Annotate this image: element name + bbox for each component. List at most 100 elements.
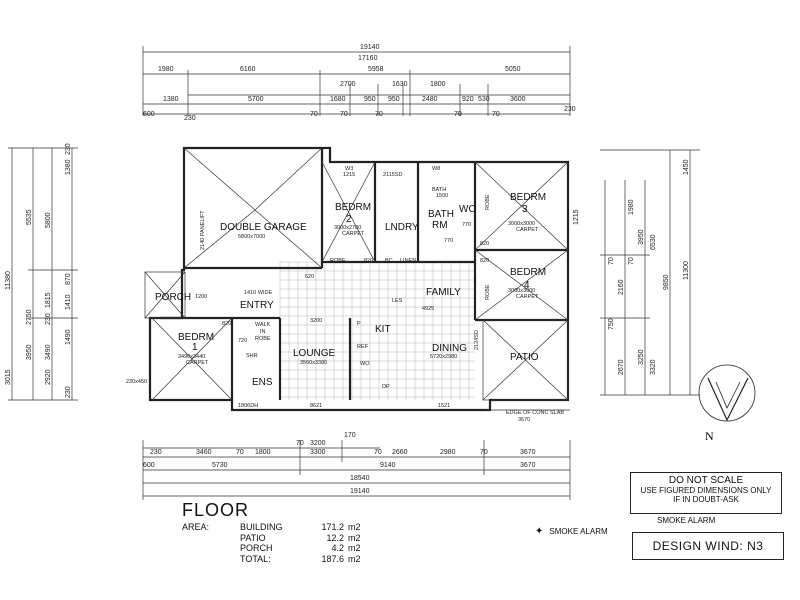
family-label: FAMILY [426,287,461,298]
slab-edge-label: EDGE OF CONC SLAB [506,410,564,416]
bed4-size: 3000x3000 [508,288,535,294]
dim-top-5g: 920 [462,96,474,103]
bedroom-hatch [151,161,569,401]
dim-top-6h: 230 [564,106,576,113]
area-unit: m2 [348,553,361,564]
area-label: AREA: [182,522,210,532]
lounge-label: LOUNGE [293,348,336,359]
do-not-scale-line3: IF IN DOUBT-ASK [673,495,739,504]
north-label: N [705,429,714,443]
area-value: 12.2 [326,532,344,543]
dim-left-3: 5800 [45,212,52,228]
dim-bot-1c: 70 [236,449,244,456]
bed3-number: 3 [522,204,528,215]
dim-top-3d: 5050 [505,66,521,73]
dim-right-5: 3950 [638,229,645,245]
tile-grid [279,261,475,400]
entry-label: ENTRY [240,300,274,311]
dim-left-11: 3950 [26,344,33,360]
area-name: TOTAL: [240,553,271,564]
dining-label: DINING [432,343,467,354]
door-tag-720: 720 [238,338,247,344]
area-value: 4.2 [331,543,344,553]
dim-top-3a: 1980 [158,66,174,73]
bottom-dimensions [142,440,571,500]
dim-bot-1f: 170 [344,432,356,439]
dim-bot-1b: 3460 [196,449,212,456]
dim-left-7: 1410 [65,294,72,310]
dim-top-6g: 70 [492,111,500,118]
bath-label: BATH [428,209,454,220]
pier-size-230x450: 230x450 [126,379,147,385]
top-dimensions [142,46,571,116]
bath-top-label: BATH [432,187,446,193]
dim-bot-2b: 5730 [212,462,228,469]
window-tag-8621: 8621 [310,403,322,409]
dim-4925-inner: 4925 [422,306,434,312]
dim-top-6a: 600 [143,111,155,118]
dim-top-4b: 1630 [392,81,408,88]
dim-3200-inner: 3200 [310,318,322,324]
entry-door-note: 1410 WIDE [244,290,272,296]
left-dimensions [8,147,78,401]
dim-top-3b: 6160 [240,66,256,73]
bed1-label: BEDRM [178,332,214,343]
dim-right-13: 70 [628,257,635,265]
linen-label: LINEN [400,258,416,264]
dim-top-5h: 530 [478,96,490,103]
bed1-number: 1 [192,342,198,353]
dim-bot-1i: 70 [480,449,488,456]
porch-hatch [144,271,186,319]
door-tag-820a: 820 [364,258,373,264]
dim-top-6f: 70 [454,111,462,118]
dim-left-6: 870 [65,273,72,285]
bed3-finish: CARPET [516,227,539,233]
area-name: PATIO [240,532,266,543]
dim-right-6: 1980 [628,199,635,215]
robe-label-bed2: ROBE [330,258,346,264]
dim-top-6d: 70 [340,111,348,118]
dim-left-14: 2920 [45,369,52,385]
dining-size: 5720x2980 [430,354,457,360]
dim-left-16: 230 [65,386,72,398]
dim-bot-1l: 3300 [310,449,326,456]
patio-hatch [482,319,570,411]
dim-left-4: 1380 [65,159,72,175]
dim-left-9: 2750 [26,309,33,325]
dim-top-6c: 70 [310,111,318,118]
shr-label: SHR [246,353,258,359]
dim-bot-1h: 2980 [440,449,456,456]
laundry-label: LNDRY [385,222,419,233]
door-tag-620: 620 [305,274,314,280]
smoke-alarm-legend: ✦SMOKE ALARM [535,526,608,537]
door-tag-1200: 1200 [195,294,207,300]
bed4-number: 4 [524,280,530,291]
garage-label: DOUBLE GARAGE [220,222,307,233]
area-name: PORCH [240,543,273,553]
garage-hatch [183,147,323,269]
dim-left-5: 230 [65,143,72,155]
wir-label-3: ROBE [255,336,271,342]
dim-top-total: 19140 [360,44,380,51]
area-unit: m2 [348,522,361,532]
bed1-size: 3490x3440 [178,354,205,360]
dim-left-12: 3490 [45,344,52,360]
area-name: BUILDING [240,522,283,532]
dim-bot-1e: 3200 [310,440,326,447]
dim-right-4: 6530 [650,234,657,250]
door-tag-820b: 820 [480,241,489,247]
ref-label: REF [357,344,369,350]
floor-title: FLOOR [182,500,250,520]
dim-top-5c: 1680 [330,96,346,103]
pantry-label: P [357,321,361,327]
smoke-alarm-legend-label: SMOKE ALARM [549,527,608,536]
right-dimensions [600,149,700,396]
area-value: 171.2 [321,522,344,532]
dim-right-1: 1450 [683,159,690,175]
dim-bot-2d: 3670 [520,462,536,469]
dim-right-2: 11300 [683,261,690,280]
area-unit: m2 [348,532,361,543]
dim-bot-1m: 70 [374,449,382,456]
robe-label-bed3: ROBE [485,194,491,210]
